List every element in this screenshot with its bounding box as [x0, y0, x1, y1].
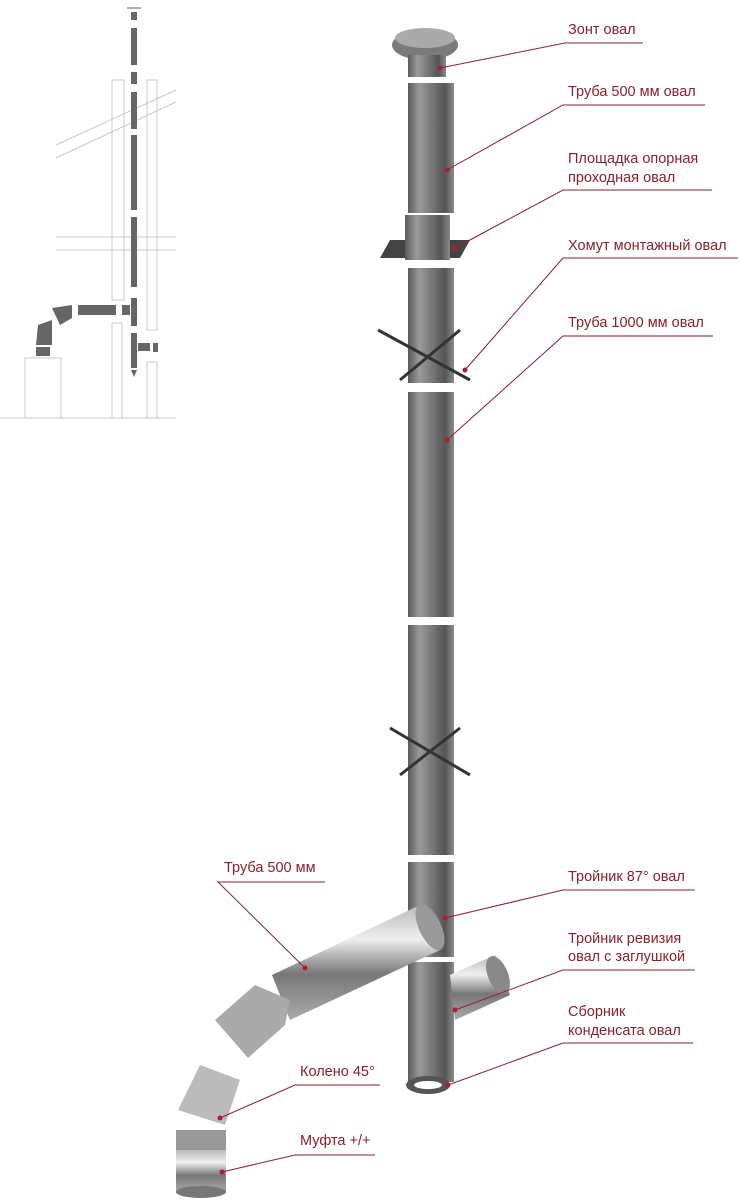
installation-schematic	[0, 79, 177, 419]
label-revision-tee-line1: Тройник ревизия	[568, 931, 682, 947]
label-zont-oval: Зонт овал	[568, 22, 636, 38]
label-pipe-1000-oval: Труба 1000 мм овал	[568, 315, 704, 331]
schematic-pipes	[36, 7, 158, 377]
oval-chimney-column	[377, 28, 471, 1094]
leader-lines	[216, 42, 738, 1173]
label-condensate-collector-line1: Сборник	[568, 1004, 626, 1020]
label-support-platform-line1: Площадка опорная	[568, 151, 699, 167]
label-elbow-45: Колено 45°	[300, 1064, 375, 1080]
branch-pipe	[176, 903, 445, 1198]
label-coupling: Муфта +/+	[300, 1133, 371, 1149]
revision-tee-branch	[450, 955, 510, 1020]
leader-dots	[217, 65, 468, 1175]
label-revision-tee-line2: овал с заглушкой	[568, 949, 686, 965]
label-pipe-500-oval: Труба 500 мм овал	[568, 84, 696, 100]
label-support-platform-line2: проходная овал	[568, 170, 676, 186]
label-pipe-500: Труба 500 мм	[224, 860, 316, 876]
label-tee-87-oval: Тройник 87° овал	[568, 869, 685, 885]
label-condensate-collector-line2: конденсата овал	[568, 1023, 681, 1039]
label-mounting-clamp: Хомут монтажный овал	[568, 238, 727, 254]
